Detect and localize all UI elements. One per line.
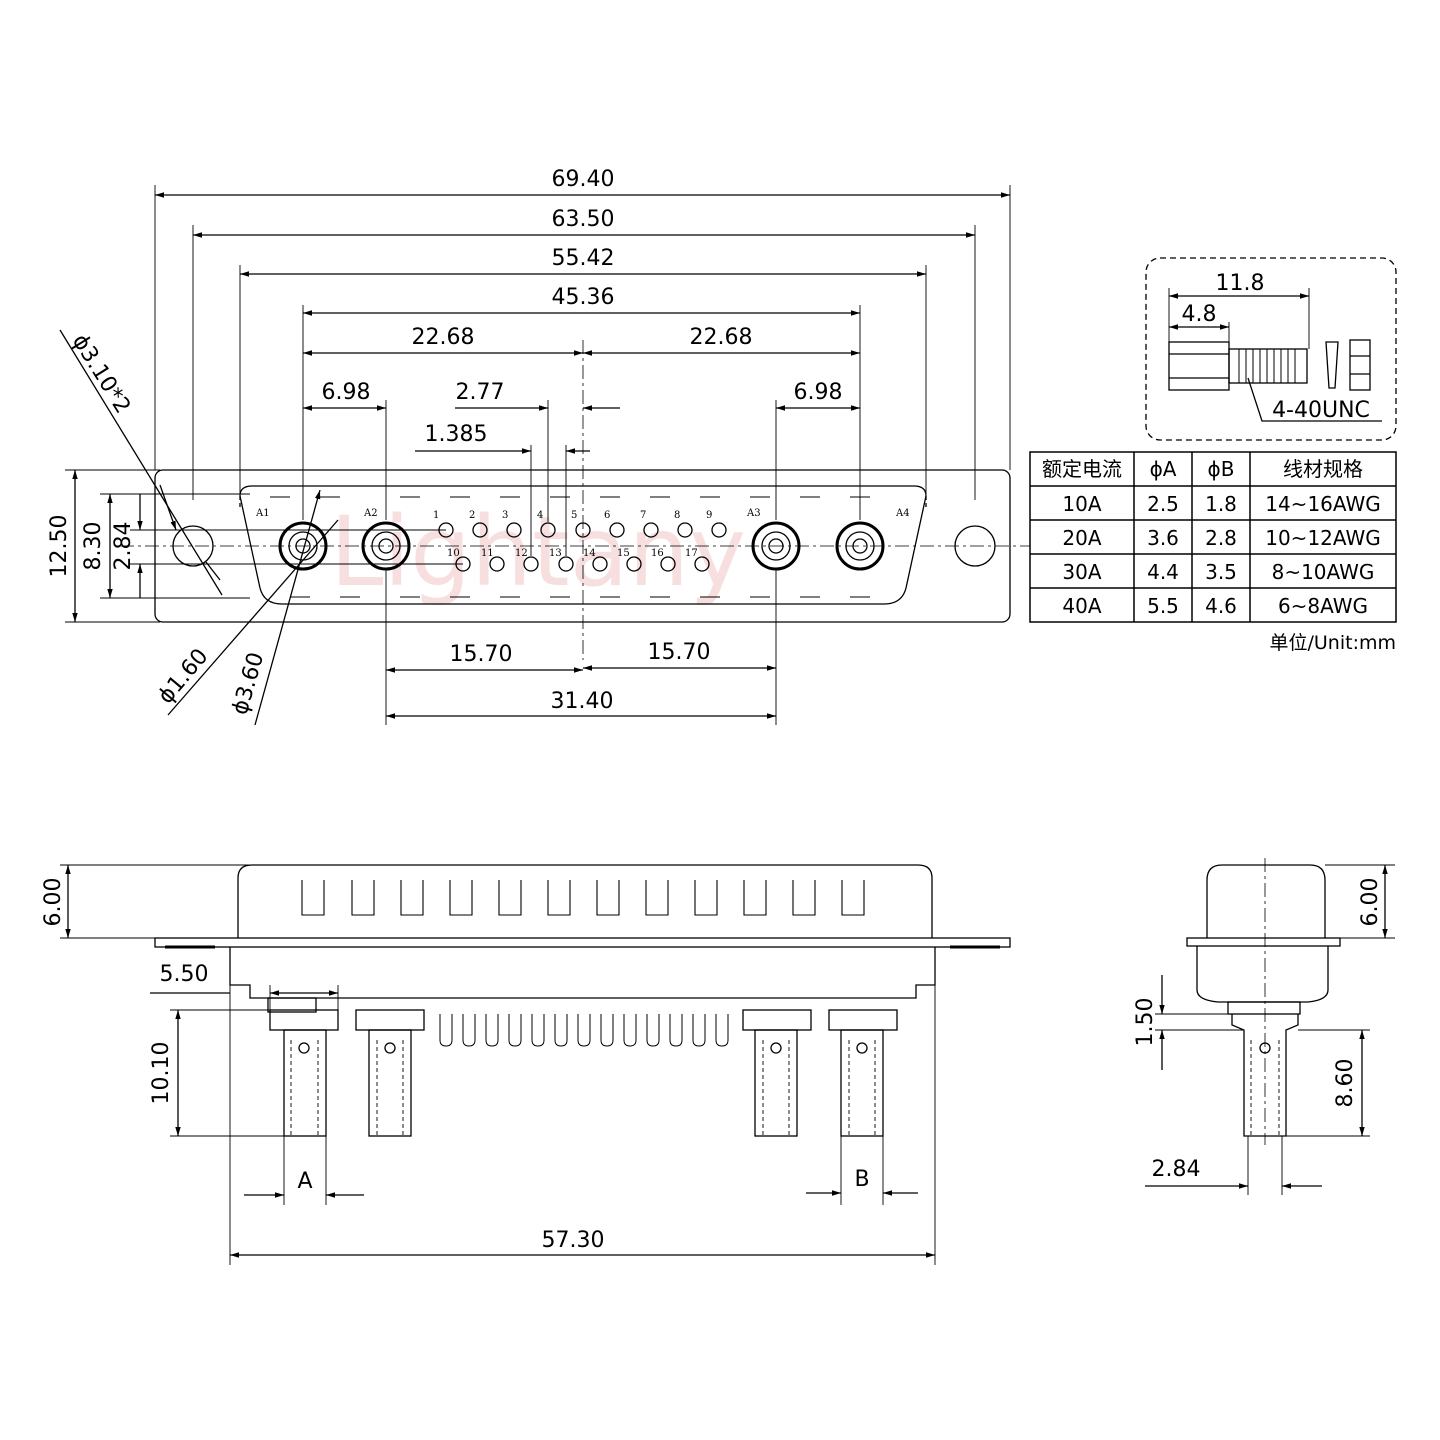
- side-view-housing: [154, 864, 1011, 1013]
- dim-a1-a2-pitch: 6.98: [322, 380, 371, 405]
- pin-label: 10: [447, 548, 460, 559]
- pin-label: 13: [549, 548, 562, 559]
- table-cell: 30A: [1062, 560, 1101, 584]
- pin-label: 5: [571, 510, 577, 521]
- pin-label: 7: [640, 510, 646, 521]
- table-cell: 40A: [1062, 594, 1101, 618]
- pin-label: 15: [617, 548, 630, 559]
- power-contact-a2: [361, 521, 411, 571]
- screw-part: [1168, 339, 1371, 391]
- dim-center-a3: 15.70: [648, 640, 711, 665]
- pin-label: 8: [674, 510, 680, 521]
- pin-label: 1: [433, 510, 439, 521]
- dim-end-height: 6.00: [1358, 878, 1383, 927]
- table-cell: 3.5: [1205, 560, 1237, 584]
- dim-signal-pin-diameter: ϕ1.60: [153, 644, 213, 709]
- dim-side-width: 57.30: [542, 1228, 605, 1253]
- table-header-phi-b: ϕB: [1208, 457, 1235, 481]
- dim-screw-length: 11.8: [1216, 271, 1265, 296]
- table-header-wire-spec: 线材规格: [1283, 457, 1363, 481]
- table-cell: 10~12AWG: [1265, 526, 1381, 550]
- label-a4: A4: [895, 508, 910, 519]
- screw-detail-frame: [1145, 257, 1397, 441]
- pin-label: 17: [685, 548, 698, 559]
- screw-thread-label: 4-40UNC: [1272, 398, 1370, 423]
- pin-label: 6: [604, 510, 610, 521]
- table-cell: 10A: [1062, 492, 1101, 516]
- dim-a2-a3-pitch: 31.40: [551, 689, 614, 714]
- pin-label: 12: [515, 548, 528, 559]
- table-cell: 2.5: [1147, 492, 1179, 516]
- dim-half-span-right: 22.68: [690, 325, 753, 350]
- pin-label: 4: [537, 510, 543, 521]
- dim-solder-cup-length: 10.10: [149, 1042, 174, 1105]
- end-view-outline: [1186, 864, 1341, 1137]
- dim-screw-head: 4.8: [1182, 302, 1217, 327]
- dim-label-b: B: [854, 1167, 869, 1192]
- pin-label: 3: [502, 510, 508, 521]
- dim-mount-hole-diameter: ϕ3.10*2: [67, 330, 135, 418]
- label-a1: A1: [255, 508, 270, 519]
- label-a3: A3: [746, 508, 761, 519]
- mount-hole-left: [172, 525, 214, 567]
- pin-label: 11: [481, 548, 494, 559]
- table-cell: 4.4: [1147, 560, 1179, 584]
- signal-pins-top: [438, 522, 727, 538]
- dim-shell-width: 55.42: [552, 246, 615, 271]
- dim-end-offset: 1.50: [1133, 998, 1158, 1047]
- dim-side-height: 6.00: [41, 878, 66, 927]
- dim-shell-height: 8.30: [81, 522, 106, 571]
- dim-power-contact-diameter: ϕ3.60: [228, 650, 270, 718]
- power-contact-a4: [835, 521, 885, 571]
- dim-a3-a4-pitch: 6.98: [794, 380, 843, 405]
- dim-signal-pitch: 2.77: [456, 380, 505, 405]
- pin-label: 2: [469, 510, 475, 521]
- table-header-phi-a: ϕA: [1150, 457, 1177, 481]
- pin-label: 16: [651, 548, 664, 559]
- dim-power-contact-span: 45.36: [552, 285, 615, 310]
- dim-overall-height: 12.50: [47, 515, 72, 578]
- dim-half-span-left: 22.68: [412, 325, 475, 350]
- table-cell: 1.8: [1205, 492, 1237, 516]
- dim-end-tail-length: 8.60: [1333, 1059, 1358, 1108]
- pin-numbers-bottom: 10 11 12 13 14 15 16 17: [447, 548, 698, 559]
- dim-end-tail-width: 2.84: [1152, 1157, 1201, 1182]
- side-view-slots: [301, 880, 865, 916]
- spec-table-grid: [1029, 451, 1397, 623]
- table-cell: 8~10AWG: [1272, 560, 1375, 584]
- label-a2: A2: [363, 508, 378, 519]
- table-cell: 6~8AWG: [1278, 594, 1368, 618]
- dim-signal-offset: 1.385: [425, 422, 488, 447]
- pin-label: 9: [706, 510, 712, 521]
- pin-label: 14: [583, 548, 596, 559]
- mount-hole-right: [954, 525, 996, 567]
- dim-mount-hole-pitch: 63.50: [552, 207, 615, 232]
- dim-label-a: A: [297, 1169, 312, 1194]
- pin-numbers-top: 1 2 3 4 5 6 7 8 9: [433, 510, 712, 521]
- side-view-signal-tails: [439, 1014, 729, 1047]
- table-cell: 20A: [1062, 526, 1101, 550]
- unit-note: 单位/Unit:mm: [1270, 632, 1397, 654]
- table-cell: 2.8: [1205, 526, 1237, 550]
- side-view-solder-cups: [269, 1009, 898, 1137]
- dim-a2-center: 15.70: [450, 642, 513, 667]
- table-cell: 5.5: [1147, 594, 1179, 618]
- table-header-rated-current: 额定电流: [1042, 457, 1122, 481]
- dim-overall-width: 69.40: [552, 167, 615, 192]
- dim-row-pitch: 2.84: [111, 522, 136, 571]
- table-cell: 4.6: [1205, 594, 1237, 618]
- table-cell: 3.6: [1147, 526, 1179, 550]
- table-cell: 14~16AWG: [1265, 492, 1381, 516]
- dim-side-offset: 5.50: [160, 962, 209, 987]
- power-contact-a3: [751, 521, 801, 571]
